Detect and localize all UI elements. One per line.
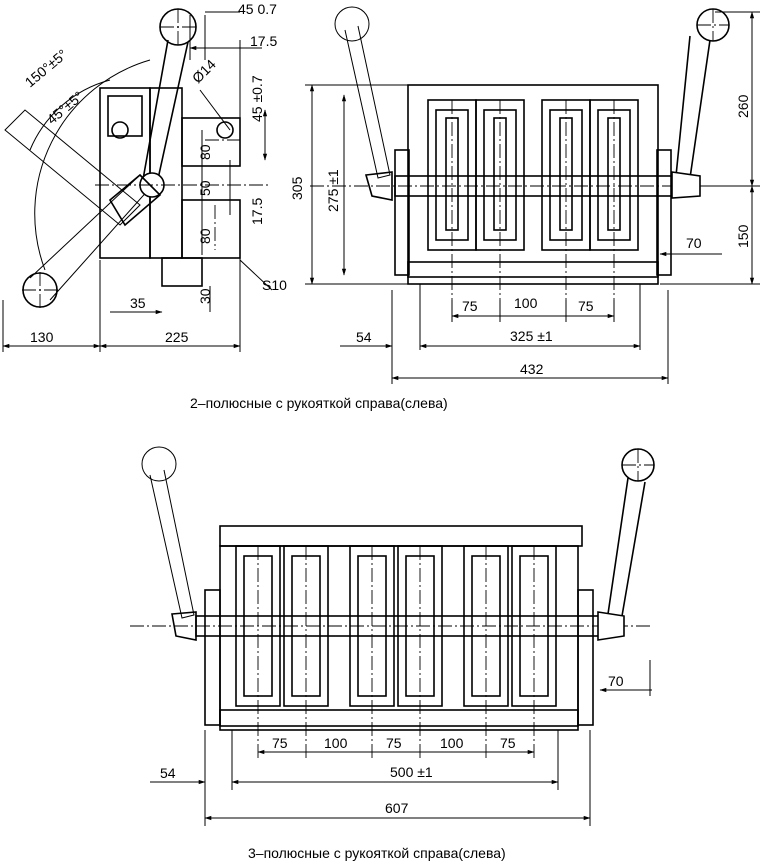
- dim-row-2: 75: [386, 735, 402, 751]
- dim-70: 70: [686, 235, 702, 251]
- dim-row-4: 75: [500, 735, 516, 751]
- dim-45-07-top: 45 0.7: [238, 1, 277, 17]
- dim-35: 35: [130, 295, 146, 311]
- dim-row-3: 100: [440, 735, 464, 751]
- swing-arc-150: [34, 59, 151, 271]
- dim-54-3pole: 54: [160, 765, 176, 781]
- dim-30: 30: [197, 288, 213, 304]
- dim-325: 325 ±1: [510, 328, 553, 344]
- dim-275: 275 ±1: [325, 169, 341, 212]
- dim-100: 100: [514, 295, 538, 311]
- dim-70-3pole: 70: [608, 673, 624, 689]
- dim-607: 607: [385, 800, 409, 816]
- dim-130: 130: [30, 329, 54, 345]
- dim-54: 54: [356, 329, 372, 345]
- dim-s10: S10: [262, 277, 287, 293]
- dim-500: 500 ±1: [390, 764, 433, 780]
- caption-2pole: 2–полюсные с рукояткой справа(слева): [190, 395, 448, 411]
- dim-150: 150: [735, 224, 751, 248]
- dim-75-a: 75: [462, 298, 478, 314]
- dim-row-1: 100: [324, 735, 348, 751]
- dim-260: 260: [735, 94, 751, 118]
- front-view-3pole: 70 75 100 75 100 75 54 500 ±1 607: [130, 446, 655, 826]
- dim-45-07-side: 45 ±0.7: [249, 75, 265, 122]
- angle-150: 150°±5°: [22, 46, 71, 90]
- dim-50: 50: [197, 180, 213, 196]
- dim-80-a: 80: [197, 144, 213, 160]
- top-bar: [219, 525, 583, 547]
- front-view-2pole: 305 275 ±1 260 150 70 75 100 75 54 325 ±…: [289, 6, 760, 384]
- right-handle: [675, 35, 711, 179]
- dim-225: 225: [165, 329, 189, 345]
- dim-row-0: 75: [272, 735, 288, 751]
- swing-arc-45: [29, 79, 111, 151]
- dim-175-top: 17.5: [250, 33, 277, 49]
- dim-175-side: 17.5: [249, 198, 265, 225]
- dim-75-b: 75: [578, 298, 594, 314]
- caption-3pole: 3–полюсные с рукояткой справа(слева): [248, 845, 506, 861]
- dim-305: 305: [289, 176, 305, 200]
- front-frame: [407, 84, 659, 278]
- angle-45: 45°±5°: [44, 88, 87, 127]
- dim-80-b: 80: [197, 228, 213, 244]
- dim-d14: Ø14: [189, 56, 219, 86]
- side-view: 45 0.7 17.5 Ø14 45 ±0.7 80 50 17.5 80 30…: [2, 1, 287, 352]
- left-handle-dashed: [344, 25, 391, 179]
- dim-432: 432: [520, 361, 544, 377]
